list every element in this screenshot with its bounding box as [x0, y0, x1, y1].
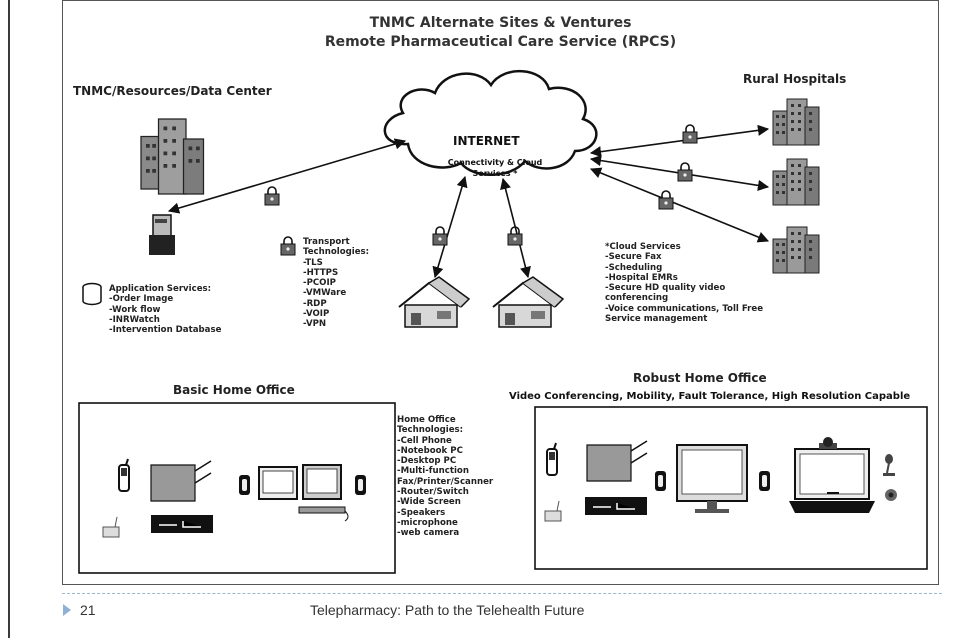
list-item: -Cell Phone — [397, 435, 452, 446]
lock-icon — [280, 236, 296, 256]
list-item: -Hospital EMRs — [605, 272, 678, 283]
laptop-icon — [789, 448, 875, 513]
list-item: -PCOIP — [303, 278, 336, 289]
speaker-icon — [355, 475, 366, 495]
lock-icon — [264, 186, 280, 206]
list-item: conferencing — [605, 293, 669, 304]
list-item: -Intervention Database — [109, 325, 222, 336]
footer-bullet-icon — [63, 604, 71, 616]
robust-home-office-subtitle: Video Conferencing, Mobility, Fault Tole… — [509, 391, 911, 402]
list-item: -Desktop PC — [397, 456, 457, 467]
printer-icon — [150, 460, 212, 502]
database-icon — [82, 282, 102, 306]
list-item: -HTTPS — [303, 267, 339, 278]
application-services-heading: Application Services: — [109, 284, 212, 294]
lock-icon — [507, 226, 523, 246]
basic-home-office-box — [78, 402, 396, 574]
robust-office-equipment — [544, 437, 897, 522]
list-item: -VMWare — [303, 288, 347, 299]
data-center-heading: TNMC/Resources/Data Center — [73, 84, 272, 98]
home-office-technologies-list: Home Office Technologies: -Cell Phone -N… — [397, 415, 493, 539]
list-item: *Cloud Services — [605, 242, 681, 252]
speaker-icon — [239, 475, 250, 495]
lock-icon — [658, 190, 674, 210]
hospital-building-icon — [772, 98, 820, 146]
wide-screen-monitor-icon — [676, 444, 748, 513]
speaker-icon — [759, 471, 770, 491]
transport-technologies-list: Transport Technologies: -TLS -HTTPS -PCO… — [303, 237, 369, 330]
lock-icon — [432, 226, 448, 246]
list-item: -VOIP — [303, 309, 330, 320]
printer-icon — [586, 440, 648, 482]
lock-icon — [677, 162, 693, 182]
rural-hospitals-heading: Rural Hospitals — [743, 72, 847, 86]
list-item: -Secure HD quality video — [605, 283, 726, 294]
server-icon — [149, 214, 175, 255]
transport-heading-1: Transport — [303, 237, 350, 247]
router-icon — [585, 497, 647, 515]
diagram-frame: TNMC Alternate Sites & Ventures Remote P… — [62, 0, 939, 585]
base-station-icon — [102, 516, 120, 538]
hospital-building-icon — [772, 158, 820, 206]
basic-office-equipment — [102, 458, 366, 538]
list-item: -TLS — [303, 257, 323, 268]
list-item: -Voice communications, Toll Free — [605, 303, 764, 314]
list-item: -Order Image — [109, 294, 174, 305]
speaker-small-icon — [885, 489, 897, 501]
list-item: -microphone — [397, 517, 458, 528]
list-item: -web camera — [397, 528, 460, 539]
speaker-icon — [655, 471, 666, 491]
desktop-pc-icon — [298, 464, 349, 522]
list-item: -RDP — [303, 298, 327, 309]
diagram-title-line1: TNMC Alternate Sites & Ventures — [369, 15, 632, 31]
list-item: -Speakers — [397, 507, 446, 518]
diagram-title-line2: Remote Pharmaceutical Care Service (RPCS… — [324, 34, 677, 50]
monitor-icon — [258, 466, 298, 500]
list-item: -Secure Fax — [605, 252, 662, 263]
transport-heading-2: Technologies: — [303, 247, 370, 258]
list-item: -Work flow — [109, 304, 161, 315]
hospital-building-icon — [772, 226, 820, 274]
web-camera-icon — [819, 437, 837, 449]
home-house-icon — [398, 276, 470, 328]
footer-title: Telepharmacy: Path to the Telehealth Fut… — [310, 602, 585, 618]
list-item: -Multi-function — [397, 466, 469, 477]
microphone-icon — [883, 454, 895, 476]
robust-home-office-heading: Robust Home Office — [633, 371, 767, 385]
list-item: -Notebook PC — [397, 445, 463, 456]
application-services-list: Application Services: -Order Image -Work… — [109, 284, 221, 335]
home-office-heading-1: Home Office — [397, 415, 456, 425]
list-item: -Scheduling — [605, 262, 663, 273]
list-item: Fax/Printer/Scanner — [397, 476, 494, 487]
home-office-heading-2: Technologies: — [397, 425, 464, 436]
lock-icon — [682, 124, 698, 144]
list-item: Service management — [605, 314, 708, 325]
footer-divider — [62, 593, 942, 594]
base-station-icon — [544, 500, 562, 522]
list-item: -VPN — [303, 319, 327, 330]
diagram-graphics — [78, 70, 928, 574]
internet-label: INTERNET — [453, 134, 520, 148]
internet-sub2: Services * — [472, 169, 518, 178]
slide-number: 21 — [80, 602, 96, 618]
internet-cloud-shape — [383, 70, 598, 176]
basic-home-office-heading: Basic Home Office — [173, 383, 295, 397]
list-item: -INRWatch — [109, 314, 160, 325]
router-icon — [151, 515, 213, 533]
cloud-services-list: *Cloud Services -Secure Fax -Scheduling … — [605, 242, 763, 324]
internet-sub1: Connectivity & Cloud — [447, 158, 543, 167]
list-item: -Router/Switch — [397, 487, 469, 498]
list-item: -Wide Screen — [397, 497, 461, 508]
slide-left-border — [8, 0, 10, 638]
home-house-icon — [492, 276, 564, 328]
datacenter-building-icon — [140, 118, 205, 195]
